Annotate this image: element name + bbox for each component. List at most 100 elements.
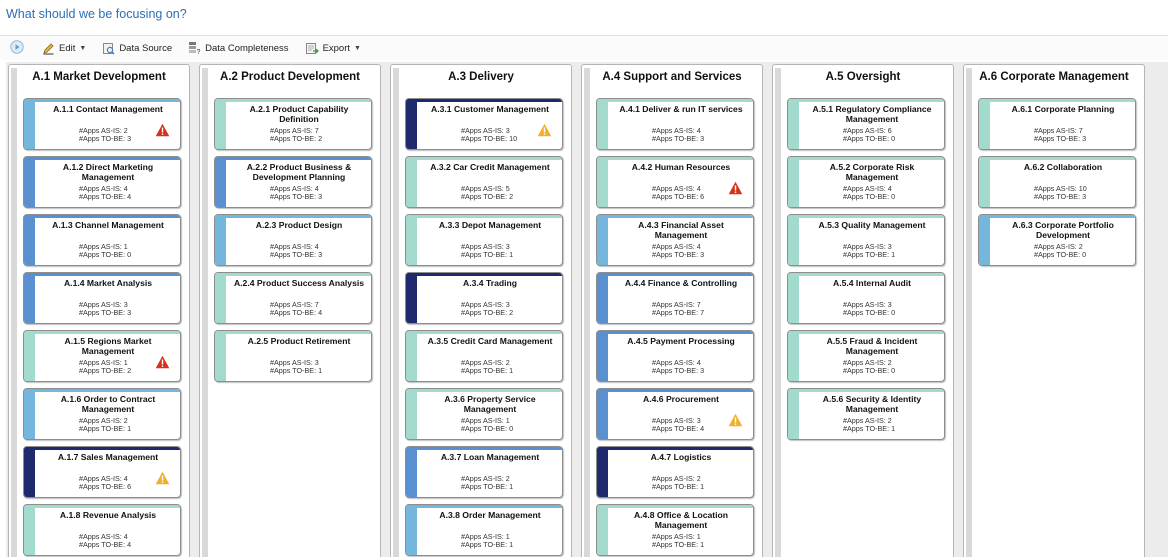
card-title: A.5.6 Security & Identity Management (822, 394, 922, 414)
data-source-button[interactable]: Data Source (102, 42, 172, 55)
to-be-label: #Apps TO-BE: (843, 366, 890, 375)
capability-card[interactable]: A.4.2 Human Resources#Apps AS-IS: 4#Apps… (596, 156, 754, 208)
card-color-bar (24, 273, 35, 323)
as-is-label: #Apps AS-IS: (461, 184, 504, 193)
as-is-line: #Apps AS-IS: 5 (461, 185, 513, 193)
to-be-count: 3 (1082, 134, 1087, 143)
capability-card[interactable]: A.3.3 Depot Management#Apps AS-IS: 3#App… (405, 214, 563, 266)
capability-card[interactable]: A.5.2 Corporate Risk Management#Apps AS-… (787, 156, 945, 208)
capability-card[interactable]: A.1.4 Market Analysis#Apps AS-IS: 3#Apps… (23, 272, 181, 324)
as-is-line: #Apps AS-IS: 7 (270, 127, 322, 135)
card-title: A.6.1 Corporate Planning (1011, 104, 1115, 114)
capability-card[interactable]: A.1.2 Direct Marketing Management#Apps A… (23, 156, 181, 208)
capability-card[interactable]: A.4.1 Deliver & run IT services#Apps AS-… (596, 98, 754, 150)
to-be-label: #Apps TO-BE: (652, 308, 699, 317)
capability-card[interactable]: A.3.4 Trading#Apps AS-IS: 3#Apps TO-BE: … (405, 272, 563, 324)
as-is-count: 3 (887, 300, 892, 309)
as-is-label: #Apps AS-IS: (79, 532, 122, 541)
capability-card[interactable]: A.4.5 Payment Processing#Apps AS-IS: 4#A… (596, 330, 754, 382)
to-be-line: #Apps TO-BE: 2 (79, 367, 131, 375)
to-be-line: #Apps TO-BE: 6 (79, 483, 131, 491)
card-top-bar (24, 447, 180, 450)
as-is-label: #Apps AS-IS: (1034, 184, 1077, 193)
card-title: A.2.5 Product Retirement (247, 336, 351, 346)
capability-card[interactable]: A.1.1 Contact Management#Apps AS-IS: 2#A… (23, 98, 181, 150)
capability-card[interactable]: A.3.5 Credit Card Management#Apps AS-IS:… (405, 330, 563, 382)
capability-card[interactable]: A.3.8 Order Management#Apps AS-IS: 1#App… (405, 504, 563, 556)
capability-card[interactable]: A.3.7 Loan Management#Apps AS-IS: 2#Apps… (405, 446, 563, 498)
chevron-down-icon: ▼ (354, 44, 361, 52)
to-be-line: #Apps TO-BE: 2 (461, 309, 513, 317)
card-color-bar (215, 157, 226, 207)
to-be-line: #Apps TO-BE: 1 (652, 541, 704, 549)
as-is-label: #Apps AS-IS: (843, 184, 886, 193)
column-title: A.1 Market Development (32, 71, 166, 83)
card-top-bar (406, 389, 562, 392)
capability-card[interactable]: A.2.3 Product Design#Apps AS-IS: 4#Apps … (214, 214, 372, 266)
edit-menu-label: Edit (59, 42, 76, 54)
capability-card[interactable]: A.4.3 Financial Asset Management#Apps AS… (596, 214, 754, 266)
to-be-label: #Apps TO-BE: (652, 540, 699, 549)
to-be-label: #Apps TO-BE: (270, 308, 317, 317)
column-stripe (393, 68, 399, 557)
card-top-bar (406, 331, 562, 334)
play-icon[interactable] (10, 39, 24, 57)
card-color-bar (24, 99, 35, 149)
card-title: A.4.2 Human Resources (631, 162, 731, 172)
capability-card[interactable]: A.2.4 Product Success Analysis#Apps AS-I… (214, 272, 372, 324)
to-be-line: #Apps TO-BE: 1 (461, 483, 513, 491)
capability-card[interactable]: A.1.5 Regions Market Management#Apps AS-… (23, 330, 181, 382)
capability-card[interactable]: A.4.7 Logistics#Apps AS-IS: 2#Apps TO-BE… (596, 446, 754, 498)
capability-card[interactable]: A.4.8 Office & Location Management#Apps … (596, 504, 754, 556)
data-completeness-button[interactable]: ? Data Completeness (188, 41, 289, 55)
to-be-label: #Apps TO-BE: (843, 250, 890, 259)
as-is-line: #Apps AS-IS: 7 (1034, 127, 1086, 135)
capability-card[interactable]: A.3.6 Property Service Management#Apps A… (405, 388, 563, 440)
to-be-line: #Apps TO-BE: 3 (79, 135, 131, 143)
capability-card[interactable]: A.2.2 Product Business & Development Pla… (214, 156, 372, 208)
capability-card[interactable]: A.2.5 Product Retirement#Apps AS-IS: 3#A… (214, 330, 372, 382)
card-stats: #Apps AS-IS: 3#Apps TO-BE: 10 (461, 127, 517, 143)
capability-card[interactable]: A.6.2 Collaboration#Apps AS-IS: 10#Apps … (978, 156, 1136, 208)
as-is-line: #Apps AS-IS: 2 (843, 359, 895, 367)
capability-card[interactable]: A.5.1 Regulatory Compliance Management#A… (787, 98, 945, 150)
card-color-bar (406, 447, 417, 497)
capability-card[interactable]: A.4.6 Procurement#Apps AS-IS: 3#Apps TO-… (596, 388, 754, 440)
capability-card[interactable]: A.1.7 Sales Management#Apps AS-IS: 4#App… (23, 446, 181, 498)
capability-card[interactable]: A.4.4 Finance & Controlling#Apps AS-IS: … (596, 272, 754, 324)
as-is-line: #Apps AS-IS: 1 (79, 359, 131, 367)
as-is-count: 1 (505, 416, 510, 425)
as-is-count: 7 (314, 300, 319, 309)
capability-card[interactable]: A.5.3 Quality Management#Apps AS-IS: 3#A… (787, 214, 945, 266)
capability-card[interactable]: A.1.6 Order to Contract Management#Apps … (23, 388, 181, 440)
to-be-line: #Apps TO-BE: 3 (652, 367, 704, 375)
capability-card[interactable]: A.6.1 Corporate Planning#Apps AS-IS: 7#A… (978, 98, 1136, 150)
to-be-label: #Apps TO-BE: (79, 134, 126, 143)
edit-menu[interactable]: Edit ▼ (42, 42, 86, 55)
capability-card[interactable]: A.5.6 Security & Identity Management#App… (787, 388, 945, 440)
capability-card[interactable]: A.2.1 Product Capability Definition#Apps… (214, 98, 372, 150)
capability-card[interactable]: A.5.5 Fraud & Incident Management#Apps A… (787, 330, 945, 382)
card-title: A.3.3 Depot Management (438, 220, 542, 230)
card-stats: #Apps AS-IS: 7#Apps TO-BE: 2 (270, 127, 322, 143)
capability-card[interactable]: A.1.3 Channel Management#Apps AS-IS: 1#A… (23, 214, 181, 266)
card-color-bar (406, 273, 417, 323)
capability-card[interactable]: A.3.2 Car Credit Management#Apps AS-IS: … (405, 156, 563, 208)
export-menu-label: Export (322, 42, 351, 54)
capability-card[interactable]: A.6.3 Corporate Portfolio Development#Ap… (978, 214, 1136, 266)
warning-icon (155, 471, 170, 485)
capability-card[interactable]: A.5.4 Internal Audit#Apps AS-IS: 3#Apps … (787, 272, 945, 324)
as-is-label: #Apps AS-IS: (270, 184, 313, 193)
card-color-bar (215, 273, 226, 323)
capability-card[interactable]: A.3.1 Customer Management#Apps AS-IS: 3#… (405, 98, 563, 150)
to-be-line: #Apps TO-BE: 7 (652, 309, 704, 317)
card-color-bar (24, 505, 35, 555)
card-color-bar (788, 273, 799, 323)
to-be-count: 2 (509, 308, 514, 317)
card-color-bar (597, 215, 608, 265)
export-menu[interactable]: Export ▼ (305, 42, 361, 55)
card-top-bar (597, 157, 753, 160)
capability-card[interactable]: A.1.8 Revenue Analysis#Apps AS-IS: 4#App… (23, 504, 181, 556)
as-is-line: #Apps AS-IS: 3 (79, 301, 131, 309)
